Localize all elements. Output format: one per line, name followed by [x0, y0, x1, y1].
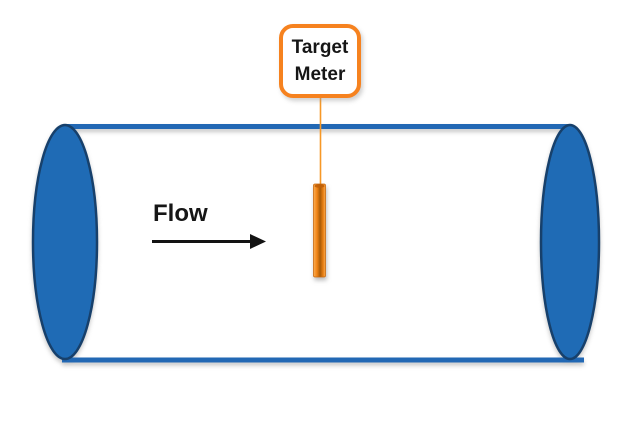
target-rod-body [313, 183, 326, 278]
target-rod-cap [314, 184, 325, 188]
target-rod [313, 183, 326, 278]
flow-direction-arrow [152, 234, 266, 249]
pipe [31, 123, 601, 363]
callout-text-line1: Target [291, 37, 349, 58]
flow-label: Flow [153, 200, 208, 227]
pipe-left-end [31, 123, 99, 361]
callout-text-line2: Meter [294, 64, 346, 85]
pipe-right-end [539, 123, 601, 361]
flow-arrow-head [250, 234, 266, 249]
target-meter-callout: Target Meter [279, 24, 361, 98]
